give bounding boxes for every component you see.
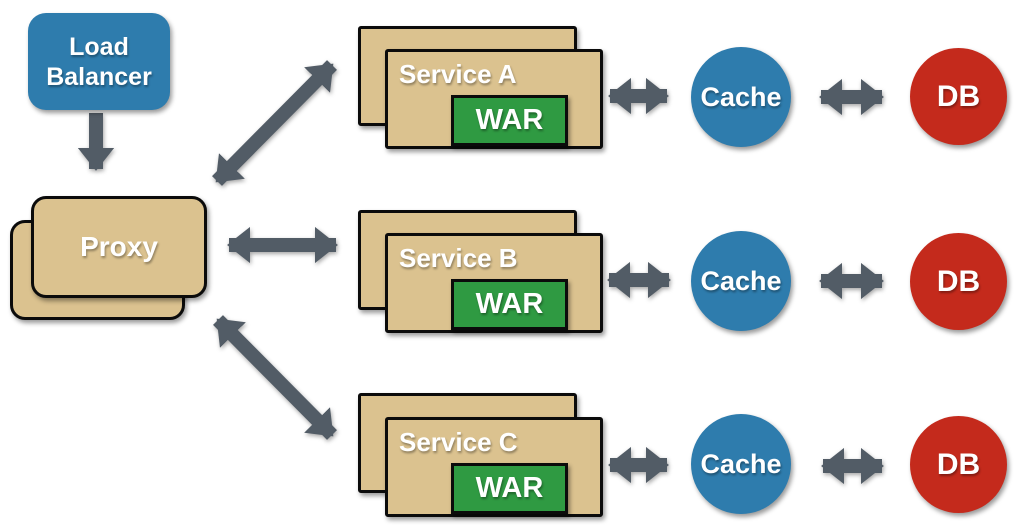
cache-c-label: Cache: [700, 448, 782, 479]
war-badge: WAR: [451, 95, 568, 146]
service-b-label: Service B: [399, 243, 518, 273]
proxy-node: Proxy: [31, 196, 207, 298]
load-balancer-node: Load Balancer: [28, 13, 170, 110]
war-label: WAR: [475, 472, 544, 504]
war-label: WAR: [475, 288, 544, 320]
load-balancer-label: Load Balancer: [46, 32, 152, 91]
arrow-proxy-service-a: [212, 60, 337, 186]
service-a-label: Service A: [399, 59, 517, 89]
db-c-node: DB: [910, 416, 1007, 513]
cache-b-label: Cache: [700, 265, 782, 296]
cache-a-label: Cache: [700, 81, 782, 112]
db-b-node: DB: [910, 233, 1007, 330]
cache-b-node: Cache: [691, 231, 791, 331]
service-c-node: Service C WAR: [385, 417, 603, 517]
service-a-node: Service A WAR: [385, 49, 603, 149]
db-a-node: DB: [910, 48, 1007, 145]
db-b-label: DB: [936, 264, 981, 298]
service-c-label: Service C: [399, 427, 518, 457]
db-a-label: DB: [936, 79, 981, 113]
cache-a-node: Cache: [691, 47, 791, 147]
war-badge: WAR: [451, 463, 568, 514]
war-label: WAR: [475, 104, 544, 136]
service-b-node: Service B WAR: [385, 233, 603, 333]
cache-c-node: Cache: [691, 414, 791, 514]
war-badge: WAR: [451, 279, 568, 330]
arrow-proxy-service-c: [213, 315, 337, 440]
proxy-label: Proxy: [80, 231, 158, 262]
db-c-label: DB: [936, 447, 981, 481]
